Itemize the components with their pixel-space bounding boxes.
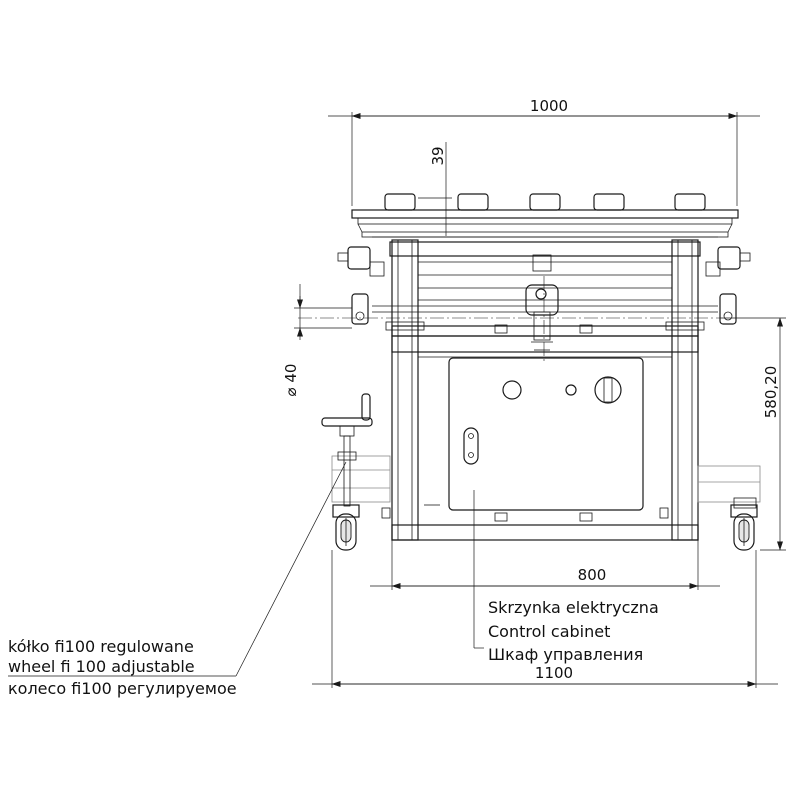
dimension-top-width: 1000 — [328, 97, 760, 206]
dimension-base-width: 800 — [370, 540, 720, 590]
central-mechanism — [525, 254, 559, 351]
left-wheel — [332, 504, 360, 551]
cabinet-label-en: Control cabinet — [488, 622, 610, 641]
table-top — [351, 209, 739, 238]
top-rollers — [384, 193, 706, 211]
wheel-label-en: wheel fi 100 adjustable — [8, 657, 195, 676]
side-fittings — [337, 246, 751, 325]
dimension-top-offset: 39 — [418, 142, 452, 236]
dimension-top-width-label: 1000 — [530, 97, 568, 115]
cabinet-label-ru: Шкаф управления — [488, 645, 643, 664]
right-wheel — [730, 504, 758, 551]
wheel-label-ru: колесо fi100 регулируемое — [8, 679, 237, 698]
bottom-frame — [381, 504, 699, 541]
right-outrigger — [697, 465, 761, 509]
dimension-top-offset-label: 39 — [429, 146, 447, 165]
dimension-height: 580,20 — [720, 317, 786, 551]
cabinet-callout: Skrzynka elektryczna Control cabinet Шка… — [473, 490, 659, 664]
wheel-label-pl: kółko fi100 regulowane — [8, 637, 194, 656]
dimension-pipe-diameter-label: ⌀ 40 — [282, 364, 300, 397]
dimension-total-width: 1100 — [312, 550, 778, 688]
dimension-height-label: 580,20 — [762, 366, 780, 419]
wheel-callout: kółko fi100 regulowane wheel fi 100 adju… — [8, 461, 347, 698]
dimension-total-width-label: 1100 — [535, 664, 573, 682]
dimension-base-width-label: 800 — [578, 566, 607, 584]
control-cabinet — [448, 324, 644, 522]
dimension-pipe-diameter: ⌀ 40 — [282, 284, 352, 396]
cabinet-label-pl: Skrzynka elektryczna — [488, 598, 659, 617]
machine-front-view — [321, 193, 761, 551]
